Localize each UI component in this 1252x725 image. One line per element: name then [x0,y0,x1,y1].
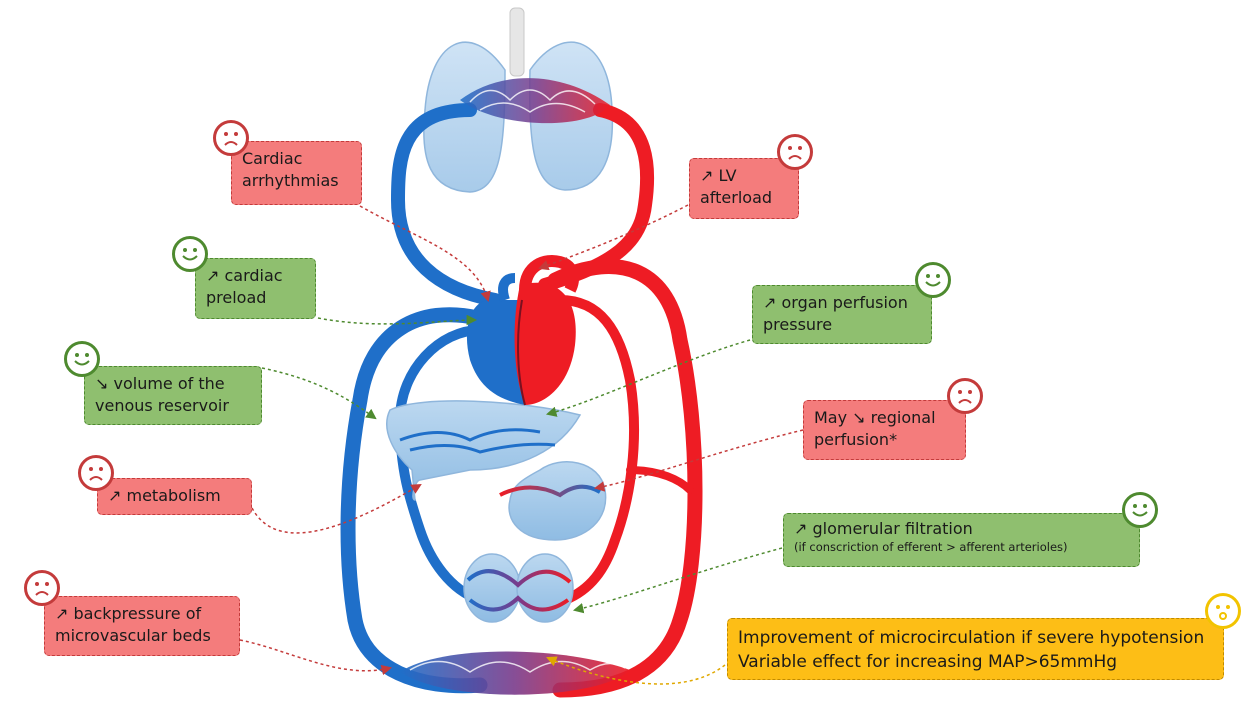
heart-right-side [466,300,528,405]
box-microcirculation: Improvement of microcirculation if sever… [727,618,1224,680]
heart-septum [517,299,526,406]
box-line: ↘ volume of the [95,374,225,393]
box-metabolism: ↗ metabolism [97,478,252,515]
box-regional-perfusion: May ↘ regional perfusion* [803,400,966,460]
box-line: venous reservoir [95,396,229,415]
box-line: ↗ cardiac [206,266,283,285]
liver-vessels [399,428,556,454]
box-line: Variable effect for increasing MAP>65mmH… [738,652,1118,672]
box-line: afterload [700,188,773,207]
box-cardiac-preload: ↗ cardiac preload [195,258,316,319]
connector-venous-reservoir [261,367,377,420]
box-glomerular-filtration: ↗ glomerular filtration (if conscriction… [783,513,1140,567]
connector-metabolism [251,483,422,534]
box-line: Cardiac [242,149,303,168]
connector-microcirculation [546,656,726,685]
right-kidney [516,553,574,623]
box-organ-perfusion-pressure: ↗ organ perfusion pressure [752,285,932,344]
box-cardiac-arrhythmias: Cardiac arrhythmias [231,141,362,205]
left-kidney [463,553,521,623]
kidney-capillaries [466,569,572,612]
box-line: arrhythmias [242,171,339,190]
connector-lv-afterload [538,204,689,271]
gut [508,461,607,541]
sad-face-icon [777,134,813,170]
happy-face-icon [172,236,208,272]
pulmonary-capillary-bed [460,78,610,124]
box-backpressure: ↗ backpressure of microvascular beds [44,596,240,656]
pulmonary-vein-path [390,103,502,307]
systemic-vein-outer [340,307,488,694]
sad-face-icon [78,455,114,491]
heart-vena-cava [498,273,516,302]
box-line: microvascular beds [55,626,211,645]
box-line: Improvement of microcirculation if sever… [738,628,1205,648]
gut-vessels [499,484,602,498]
connector-arrhythmias [359,205,491,303]
box-line: May ↘ regional [814,408,936,427]
box-line: preload [206,288,267,307]
happy-face-icon [915,262,951,298]
box-subtext: (if conscriction of efferent > afferent … [794,540,1068,554]
aorta-inner [555,295,639,605]
box-lv-afterload: ↗ LV afterload [689,158,799,219]
connector-regional-perfusion [593,429,804,492]
connector-organ-perfusion [545,339,751,417]
aorta-outer [547,259,703,698]
happy-face-icon [64,341,100,377]
box-line: ↗ organ perfusion [763,293,908,312]
connector-backpressure [239,639,393,676]
left-lung [423,41,506,193]
sad-face-icon [24,570,60,606]
box-line: ↗ backpressure of [55,604,202,623]
pulmonary-capillary-detail [469,89,596,113]
sad-face-icon [947,378,983,414]
box-line: ↗ LV [700,166,737,185]
box-line: pressure [763,315,833,334]
sad-face-icon [213,120,249,156]
box-line: perfusion* [814,430,898,449]
box-line: ↗ glomerular filtration [794,519,973,538]
heart-left-side [514,282,576,405]
microvascular-detail [409,660,626,673]
trachea [509,7,525,77]
heart-aortic-arch [519,255,579,293]
box-line: ↗ metabolism [108,486,221,505]
box-venous-reservoir: ↘ volume of the venous reservoir [84,366,262,425]
happy-face-icon [1122,492,1158,528]
surprised-face-icon [1205,593,1241,629]
systemic-vein-inner [394,325,485,605]
artery-branch-kidney [626,466,694,494]
connector-glomerular [572,547,783,614]
connector-preload [317,314,478,326]
